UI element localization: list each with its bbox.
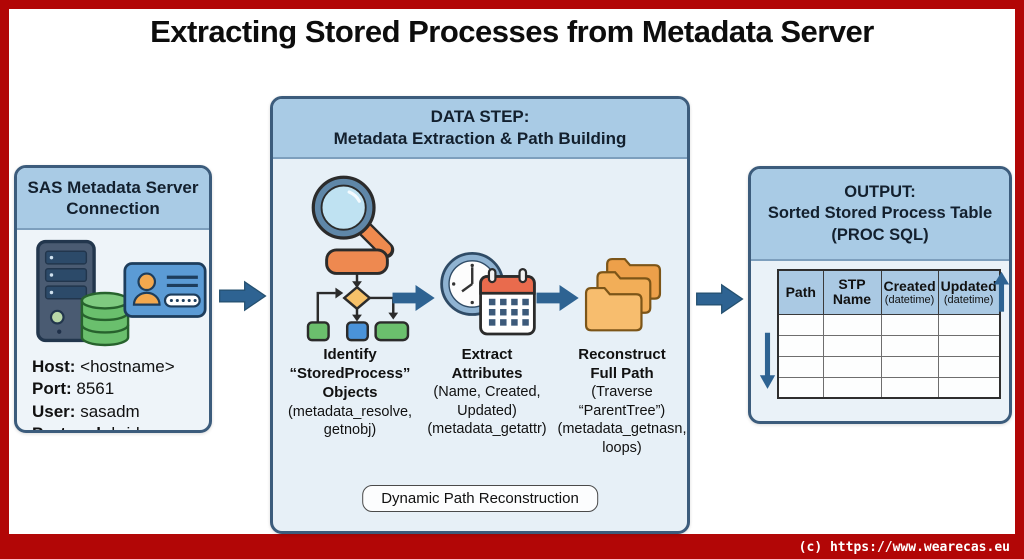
col-path: Path xyxy=(777,269,824,315)
output-body: Path STP Name Created(datetime) Updated(… xyxy=(751,261,1009,417)
sort-down-arrow-icon xyxy=(759,332,776,389)
step-identify: Identify “StoredProcess” Objects (metada… xyxy=(279,345,421,440)
id-card-icon xyxy=(123,262,207,318)
flow-arrow-icon xyxy=(219,280,267,312)
step-identify-title: Identify “StoredProcess” Objects xyxy=(289,346,411,402)
database-icon xyxy=(80,291,130,347)
table-row xyxy=(777,313,1001,336)
step-identify-subtitle: (metadata_resolve, getnobj) xyxy=(287,403,413,439)
port-row: Port: 8561 xyxy=(32,379,115,399)
folders-icon xyxy=(584,257,662,332)
host-row: Host: <hostname> xyxy=(32,357,175,376)
protocol-row: Protocol: bridge xyxy=(32,423,209,430)
connection-details: Host: <hostname> Port: 8561 User: sasadm… xyxy=(17,352,209,430)
table-row xyxy=(777,334,1001,357)
connection-box: SAS Metadata Server Connection xyxy=(14,165,212,433)
connection-box-title: SAS Metadata Server Connection xyxy=(17,168,209,230)
magnifier-icon xyxy=(311,175,395,259)
table-header-row: Path STP Name Created(datetime) Updated(… xyxy=(777,269,1001,315)
data-step-body: Identify “StoredProcess” Objects (metada… xyxy=(273,159,687,529)
data-step-title-line1: DATA STEP: xyxy=(430,106,530,126)
output-title-line1: OUTPUT: xyxy=(844,182,916,201)
clock-calendar-icon xyxy=(440,251,536,336)
page-title: Extracting Stored Processes from Metadat… xyxy=(150,14,874,49)
step-extract-title: Extract Attributes xyxy=(451,346,523,383)
step-reconstruct: Reconstruct Full Path (Traverse “ParentT… xyxy=(555,345,687,458)
flow-arrow-icon xyxy=(696,283,744,315)
user-row: User: sasadm xyxy=(32,401,140,421)
data-step-box: DATA STEP: Metadata Extraction & Path Bu… xyxy=(270,96,690,534)
step-extract: Extract Attributes (Name, Created, Updat… xyxy=(421,345,553,439)
stored-process-table: Path STP Name Created(datetime) Updated(… xyxy=(777,269,1001,399)
col-stp-name: STP Name xyxy=(822,269,882,315)
output-box-title: OUTPUT: Sorted Stored Process Table (PRO… xyxy=(751,169,1009,261)
step-reconstruct-subtitle: (Traverse “ParentTree”) (metadata_getnas… xyxy=(557,384,687,457)
data-step-box-title: DATA STEP: Metadata Extraction & Path Bu… xyxy=(273,99,687,159)
col-updated: Updated(datetime) xyxy=(937,269,1001,315)
step-arrow-icon xyxy=(392,284,435,312)
data-step-title-line2: Metadata Extraction & Path Building xyxy=(333,129,627,148)
dynamic-path-badge: Dynamic Path Reconstruction xyxy=(362,485,598,512)
flowchart-icon xyxy=(306,248,410,342)
step-reconstruct-title: Reconstruct Full Path xyxy=(578,346,666,383)
col-created: Created(datetime) xyxy=(880,269,939,315)
step-arrow-icon xyxy=(536,284,579,312)
step-extract-subtitle: (Name, Created, Updated) (metadata_getat… xyxy=(427,384,547,438)
sort-up-arrow-icon xyxy=(993,271,1009,312)
output-box: OUTPUT: Sorted Stored Process Table (PRO… xyxy=(748,166,1012,424)
table-row xyxy=(777,376,1001,399)
table-row xyxy=(777,355,1001,378)
connection-icons xyxy=(17,236,209,352)
output-title-line3: (PROC SQL) xyxy=(831,225,929,244)
diagram-canvas: Extracting Stored Processes from Metadat… xyxy=(9,9,1015,534)
output-title-line2: Sorted Stored Process Table xyxy=(767,204,993,223)
copyright-text: (c) https://www.wearecas.eu xyxy=(798,540,1010,555)
server-icon xyxy=(36,239,96,343)
